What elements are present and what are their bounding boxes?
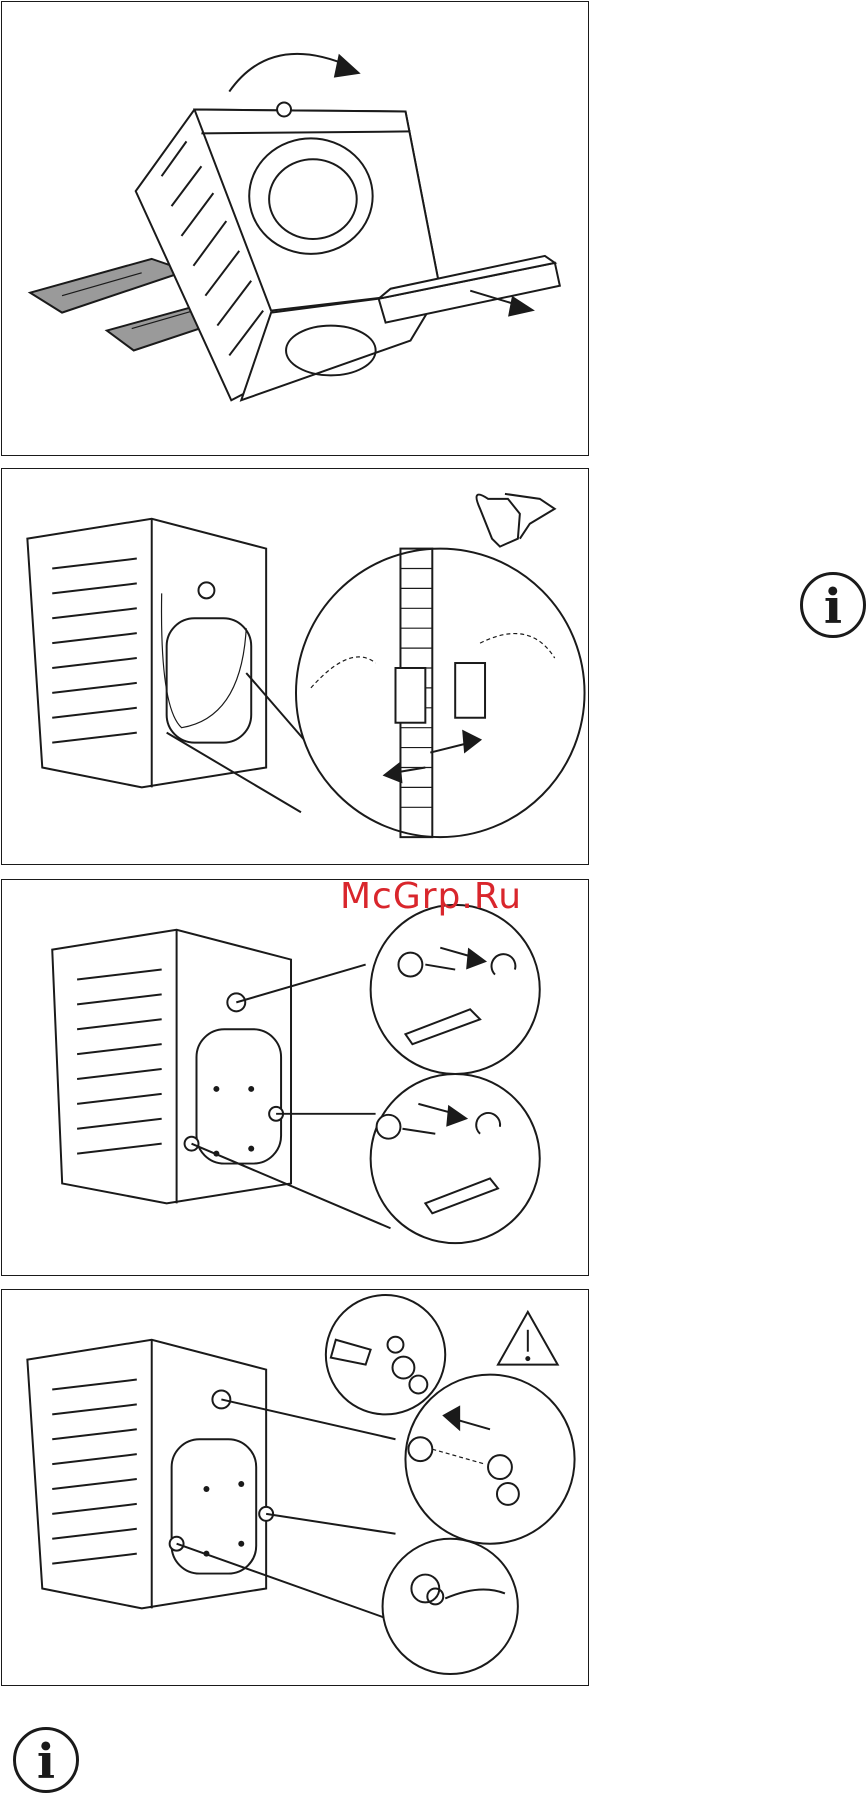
hose-bracket-illustration xyxy=(2,469,588,864)
hole-caps-illustration xyxy=(2,1290,588,1685)
info-glyph: i xyxy=(803,579,863,635)
transit-bolts-illustration xyxy=(2,880,588,1275)
warning-triangle-icon xyxy=(498,1312,558,1365)
illustration-panel-hole-caps xyxy=(1,1289,589,1686)
info-glyph: i xyxy=(16,1734,76,1790)
illustration-panel-hose-bracket xyxy=(1,468,589,865)
illustration-panel-tilt-machine xyxy=(1,1,589,456)
info-icon: i xyxy=(800,572,866,638)
gloves-icon xyxy=(477,494,555,547)
illustration-panel-transit-bolts xyxy=(1,879,589,1276)
info-icon: i xyxy=(13,1727,79,1793)
watermark: McGrp.Ru xyxy=(340,876,522,917)
tilt-machine-illustration xyxy=(2,2,588,455)
